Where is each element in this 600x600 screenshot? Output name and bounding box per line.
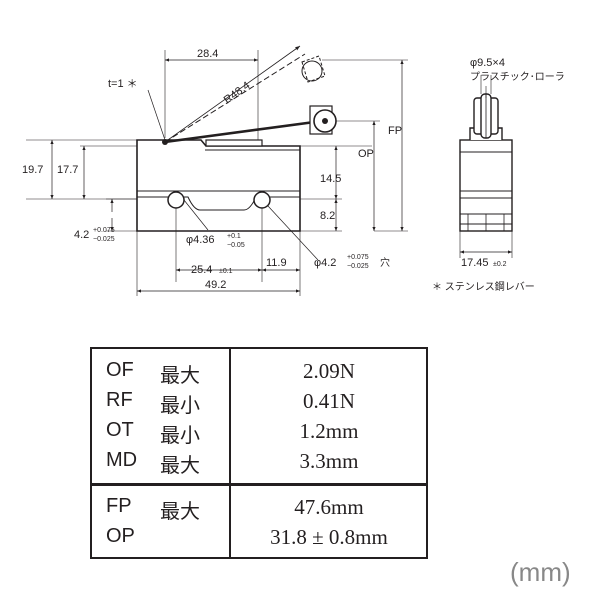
- dim-8-2: 8.2: [320, 210, 335, 222]
- dim-4-36-tol-dn: −0.05: [227, 242, 245, 249]
- dim-op: OP: [358, 148, 374, 160]
- spec-qualifier: 最小: [160, 423, 200, 447]
- spec-code: OP: [106, 525, 135, 547]
- label-roller-size: φ9.5×4: [470, 57, 505, 69]
- mounting-hole-right: [253, 191, 271, 209]
- spec-value: 2.09N: [303, 359, 355, 383]
- dimension-drawing: R48.4 t=1 ＊ 28.4 19.7 17.7 4.2 +0.075 −0…: [22, 45, 565, 296]
- table-divider-horizontal: [92, 483, 426, 486]
- dim-49-2: 49.2: [205, 279, 226, 291]
- spec-value: 47.6mm: [294, 495, 364, 519]
- label-roller-material: プラスチック･ローラ: [470, 71, 565, 83]
- front-view: [459, 93, 513, 232]
- mounting-hole-left: [167, 191, 185, 209]
- dim-4-2-left-tol-dn: −0.025: [93, 236, 115, 243]
- dim-28-4: 28.4: [197, 48, 218, 60]
- spec-code: OF: [106, 359, 134, 381]
- dim-4-2-left-tol-up: +0.075: [93, 227, 115, 234]
- spec-value: 31.8 ± 0.8mm: [270, 525, 388, 549]
- table-row: RF 最小 0.41N: [92, 385, 426, 417]
- dim-25-4: 25.4: [191, 264, 212, 276]
- spec-code: OT: [106, 419, 134, 441]
- spec-code: RF: [106, 389, 133, 411]
- dim-4-2-hole: φ4.2: [314, 257, 336, 269]
- plunger: [205, 139, 263, 147]
- spec-value: 0.41N: [303, 389, 355, 413]
- spec-qualifier: 最大: [160, 453, 200, 477]
- dim-17-7: 17.7: [57, 164, 78, 176]
- table-row: FP 最大 47.6mm: [92, 491, 426, 523]
- spec-value: 1.2mm: [299, 419, 359, 443]
- footnote-lever-material: ＊ ステンレス鋼レバー: [432, 280, 535, 293]
- dim-25-4-tol: ±0.1: [219, 268, 233, 275]
- dim-14-5: 14.5: [320, 173, 341, 185]
- table-divider-vertical: [229, 349, 231, 557]
- dim-4-2-hole-tol-dn: −0.025: [347, 263, 369, 270]
- dim-19-7: 19.7: [22, 164, 43, 176]
- spec-table: OF 最大 2.09N RF 最小 0.41N OT 最小 1.2mm MD 最…: [90, 347, 428, 559]
- spec-qualifier: 最大: [160, 363, 200, 387]
- table-row: OP 31.8 ± 0.8mm: [92, 521, 426, 551]
- dim-4-36-tol-up: +0.1: [227, 233, 241, 240]
- spec-code: MD: [106, 449, 138, 471]
- spec-qualifier: 最小: [160, 393, 200, 417]
- table-row: OT 最小 1.2mm: [92, 415, 426, 447]
- table-row: MD 最大 3.3mm: [92, 445, 426, 477]
- table-row: OF 最大 2.09N: [92, 355, 426, 387]
- dim-11-9: 11.9: [266, 257, 287, 269]
- switch-body: [136, 139, 301, 232]
- spec-code: FP: [106, 495, 132, 517]
- dim-17-45-tol: ±0.2: [493, 261, 507, 268]
- spec-value: 3.3mm: [299, 449, 359, 473]
- dim-4-2-hole-tol-up: +0.075: [347, 254, 369, 261]
- dim-4-2-hole-suffix: 穴: [380, 256, 390, 269]
- dim-4-36: φ4.36: [186, 234, 215, 246]
- spec-qualifier: 最大: [160, 499, 200, 523]
- dim-17-45: 17.45: [461, 257, 489, 269]
- dim-fp: FP: [388, 125, 402, 137]
- dim-r48-4: R48.4: [222, 79, 253, 106]
- unit-label: (mm): [510, 557, 571, 587]
- roller-free-position: [301, 55, 326, 83]
- lever: [164, 119, 323, 144]
- dim-4-2-left: 4.2: [74, 229, 89, 241]
- label-thickness: t=1 ＊: [108, 78, 138, 90]
